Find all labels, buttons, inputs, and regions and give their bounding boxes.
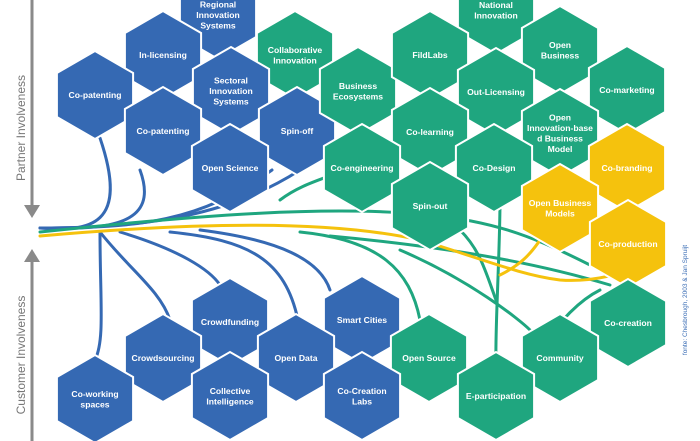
hex-label: Intelligence — [206, 396, 253, 406]
hex-label: Co-working — [71, 389, 118, 399]
hex-label: Co-creation — [604, 318, 652, 328]
hex-label: Co-patenting — [69, 90, 122, 100]
hex-label: Crowdfunding — [201, 317, 259, 327]
hex-smart-cities: Smart Cities — [322, 274, 402, 366]
connector-line — [118, 230, 222, 287]
hex-label: Business — [339, 81, 377, 91]
hex-label: Open — [549, 40, 571, 50]
hex-shape — [55, 353, 135, 441]
hex-label: Co-marketing — [599, 85, 654, 95]
hex-label: Sectoral — [214, 76, 248, 86]
connector-line — [498, 238, 542, 277]
hex-label: Systems — [213, 97, 249, 107]
hex-co-marketing: Co-marketing — [587, 44, 667, 136]
hex-label: Labs — [352, 396, 372, 406]
hex-shape — [456, 350, 536, 441]
source-credit: fonte: Chesbrough, 2003 & Jan Spruijt — [682, 245, 689, 355]
hex-label: Co-branding — [601, 163, 652, 173]
hex-label: Open Business — [529, 198, 592, 208]
connector-line — [38, 136, 112, 231]
hex-label: spaces — [80, 399, 109, 409]
axis-arrow-down-icon — [24, 205, 40, 218]
hex-label: Crowdsourcing — [131, 353, 194, 363]
hex-label: Co-Design — [473, 163, 516, 173]
connector-line — [458, 228, 498, 302]
hex-label: Innovation — [474, 10, 517, 20]
hex-label: Co-patenting — [137, 126, 190, 136]
hex-shape — [190, 122, 270, 214]
connector-line — [38, 168, 146, 230]
hex-label: Collective — [210, 386, 251, 396]
connector-line — [494, 198, 502, 362]
hex-label: Innovation-base — [527, 123, 593, 133]
connector-line — [198, 228, 332, 292]
hex-label: E-participation — [466, 391, 526, 401]
hex-label: Innovation — [196, 10, 239, 20]
hex-label: Model — [548, 144, 573, 154]
hex-label: Open — [549, 112, 571, 122]
hex-label: Out-Licensing — [467, 87, 525, 97]
connector-line — [398, 248, 532, 332]
hex-label: Open Source — [402, 353, 456, 363]
connector-line — [38, 223, 662, 282]
hex-co-creation: Co-creation — [588, 277, 668, 369]
hex-label: Collaborative — [268, 45, 323, 55]
hex-label: Open Science — [202, 163, 259, 173]
connector-line — [168, 230, 300, 322]
hex-open-data: Open Data — [256, 312, 336, 404]
hex-spin-out: Spin-out — [390, 160, 470, 252]
connector-line — [98, 230, 172, 322]
hex-shape — [322, 350, 402, 441]
hex-shape — [588, 198, 668, 290]
hex-shape — [390, 160, 470, 252]
hex-co-branding: Co-branding — [587, 122, 667, 214]
hex-co-patenting-1: Co-patenting — [55, 49, 135, 141]
axis-arrow-up-icon — [24, 249, 40, 262]
hex-crowdsourcing: Crowdsourcing — [123, 312, 203, 404]
hex-co-patenting-2: Co-patenting — [123, 85, 203, 177]
connector-line — [298, 230, 422, 322]
hexagon-grid: RegionalInnovationSystemsIn-licensingCol… — [55, 0, 668, 441]
hex-label: d Business — [537, 133, 583, 143]
hex-label: Business — [541, 50, 579, 60]
hex-shape — [190, 350, 270, 441]
hex-label: Models — [545, 208, 575, 218]
hex-label: Open Data — [275, 353, 318, 363]
hex-label: Regional — [200, 0, 236, 10]
hex-label: Co-production — [598, 239, 657, 249]
hex-label: National — [479, 0, 513, 10]
connector-lines — [38, 136, 662, 362]
hex-label: In-licensing — [139, 50, 187, 60]
hex-label: Spin-out — [413, 201, 448, 211]
hex-e-participation: E-participation — [456, 350, 536, 441]
hex-label: Co-engineering — [330, 163, 393, 173]
hex-open-science: Open Science — [190, 122, 270, 214]
hex-label: Spin-off — [281, 126, 314, 136]
involvement-axis: Partner Involveness Customer Involveness — [14, 0, 40, 441]
hex-co-production: Co-production — [588, 198, 668, 290]
hex-label: Innovation — [273, 55, 316, 65]
hex-label: Systems — [200, 21, 236, 31]
hex-fildlabs: FildLabs — [390, 9, 470, 101]
customer-involveness-label: Customer Involveness — [14, 296, 28, 415]
hex-label: Co-learning — [406, 127, 454, 137]
connector-line — [93, 230, 103, 362]
partner-involveness-label: Partner Involveness — [14, 75, 28, 181]
hex-label: Community — [536, 353, 583, 363]
hex-label: Ecosystems — [333, 91, 383, 101]
hex-label: Smart Cities — [337, 315, 387, 325]
hex-open-source: Open Source — [389, 312, 469, 404]
hex-label: FildLabs — [412, 50, 448, 60]
hex-label: Innovation — [209, 86, 252, 96]
hex-label: Co-Creation — [337, 386, 386, 396]
